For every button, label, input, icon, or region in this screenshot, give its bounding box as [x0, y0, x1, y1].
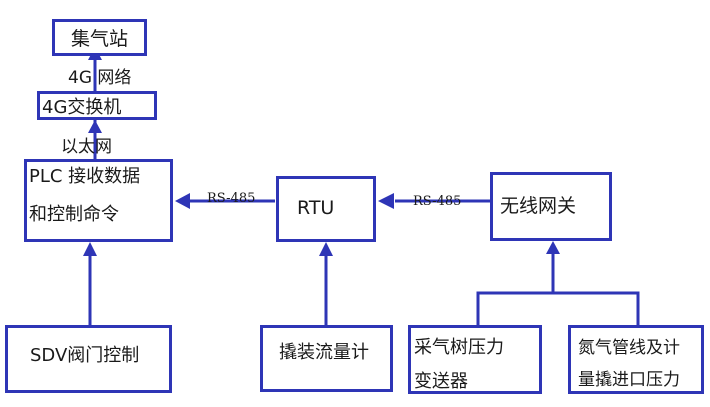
plc-box — [24, 159, 173, 242]
arrow-rs485-to-plc — [175, 193, 190, 209]
link-ethernet-label: 以太网 — [61, 137, 112, 157]
switch-label: 4G交换机 — [42, 97, 122, 118]
nitrogen-line-pressure-label-line2: 量撬进口压力 — [578, 370, 680, 390]
line-sensors-bus — [476, 291, 640, 326]
gas-tree-pressure-box — [408, 325, 542, 394]
nitrogen-line-pressure-label-line1: 氮气管线及计 — [578, 338, 680, 358]
rtu-box — [276, 176, 376, 242]
skid-flow-box — [260, 325, 393, 392]
wireless-gateway-label: 无线网关 — [500, 195, 577, 217]
plc-label-line1: PLC 接收数据 — [29, 166, 141, 187]
arrow-rs485-to-rtu — [378, 193, 394, 209]
gas-tree-pressure-label-line1: 采气树压力 — [414, 337, 504, 358]
arrow-to-plc — [83, 242, 97, 256]
link-4g-network-label: 4G 网络 — [68, 68, 132, 88]
nitrogen-line-pressure-box — [568, 325, 704, 394]
gas-station-label: 集气站 — [71, 28, 129, 50]
rs485-left-label: RS-485 — [207, 191, 256, 206]
skid-flow-label: 撬装流量计 — [279, 342, 369, 363]
arrow-to-gateway — [546, 241, 560, 254]
rs485-right-label: RS-485 — [413, 194, 462, 209]
arrow-to-rtu — [319, 242, 333, 256]
sdv-label: SDV阀门控制 — [30, 345, 140, 366]
gas-tree-pressure-label-line2: 变送器 — [414, 371, 468, 392]
arrow-to-switch — [88, 120, 102, 133]
switch-box — [37, 91, 157, 120]
rtu-label: RTU — [297, 197, 335, 219]
plc-label-line2: 和控制命令 — [29, 204, 119, 225]
wireless-gateway-box — [490, 172, 612, 241]
sdv-box — [5, 325, 172, 393]
gas-station-box — [52, 19, 147, 56]
